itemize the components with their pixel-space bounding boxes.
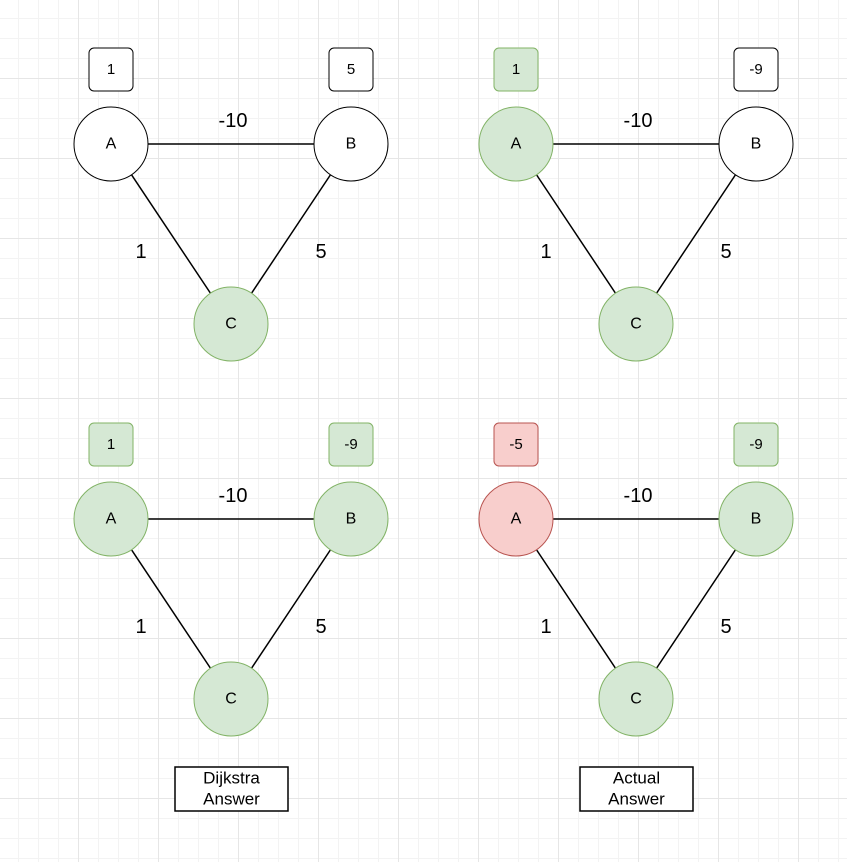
distance-value-a: 1 xyxy=(107,61,115,78)
caption-line: Answer xyxy=(203,790,260,809)
edge-weight-a-b: -10 xyxy=(624,485,653,507)
edge-weight-a-c: 1 xyxy=(540,616,551,638)
node-a xyxy=(478,481,554,557)
distance-value-a: 1 xyxy=(107,436,115,453)
node-c xyxy=(193,286,269,362)
edge-weight-a-b: -10 xyxy=(219,485,248,507)
distance-value-b: 5 xyxy=(347,61,355,78)
distance-box-b xyxy=(733,422,779,467)
edge-weight-b-c: 5 xyxy=(720,241,731,263)
node-a xyxy=(478,106,554,182)
edge-weight-b-c: 5 xyxy=(315,241,326,263)
node-c xyxy=(598,286,674,362)
distance-box-b xyxy=(328,422,374,467)
node-a xyxy=(73,106,149,182)
distance-value-b: -9 xyxy=(344,436,357,453)
caption-box-bottom-left xyxy=(174,766,289,812)
distance-value-a: -5 xyxy=(509,436,522,453)
caption-line: Answer xyxy=(608,790,665,809)
edge-weight-b-c: 5 xyxy=(315,616,326,638)
distance-box-a xyxy=(493,47,539,92)
node-c xyxy=(193,661,269,737)
distance-value-b: -9 xyxy=(749,61,762,78)
edge-weight-a-c: 1 xyxy=(540,241,551,263)
caption-line: Dijkstra xyxy=(203,769,260,788)
node-label-c: C xyxy=(225,316,237,333)
node-c xyxy=(598,661,674,737)
node-label-a: A xyxy=(106,136,117,153)
node-label-c: C xyxy=(630,691,642,708)
distance-box-a xyxy=(493,422,539,467)
node-b xyxy=(313,481,389,557)
edge-weight-a-b: -10 xyxy=(219,110,248,132)
node-b xyxy=(313,106,389,182)
node-label-c: C xyxy=(225,691,237,708)
node-label-c: C xyxy=(630,316,642,333)
distance-value-b: -9 xyxy=(749,436,762,453)
distance-box-a xyxy=(88,422,134,467)
distance-box-b xyxy=(328,47,374,92)
node-label-a: A xyxy=(511,136,522,153)
node-b xyxy=(718,481,794,557)
distance-box-b xyxy=(733,47,779,92)
node-label-a: A xyxy=(106,511,117,528)
node-label-b: B xyxy=(346,511,357,528)
node-label-b: B xyxy=(346,136,357,153)
edge-weight-a-c: 1 xyxy=(135,616,146,638)
node-label-a: A xyxy=(511,511,522,528)
node-label-b: B xyxy=(751,136,762,153)
edge-weight-a-c: 1 xyxy=(135,241,146,263)
edge-weight-b-c: 5 xyxy=(720,616,731,638)
distance-value-a: 1 xyxy=(512,61,520,78)
caption-box-bottom-right xyxy=(579,766,694,812)
node-b xyxy=(718,106,794,182)
edge-weight-a-b: -10 xyxy=(624,110,653,132)
caption-line: Actual xyxy=(613,769,660,788)
node-a xyxy=(73,481,149,557)
distance-box-a xyxy=(88,47,134,92)
node-label-b: B xyxy=(751,511,762,528)
